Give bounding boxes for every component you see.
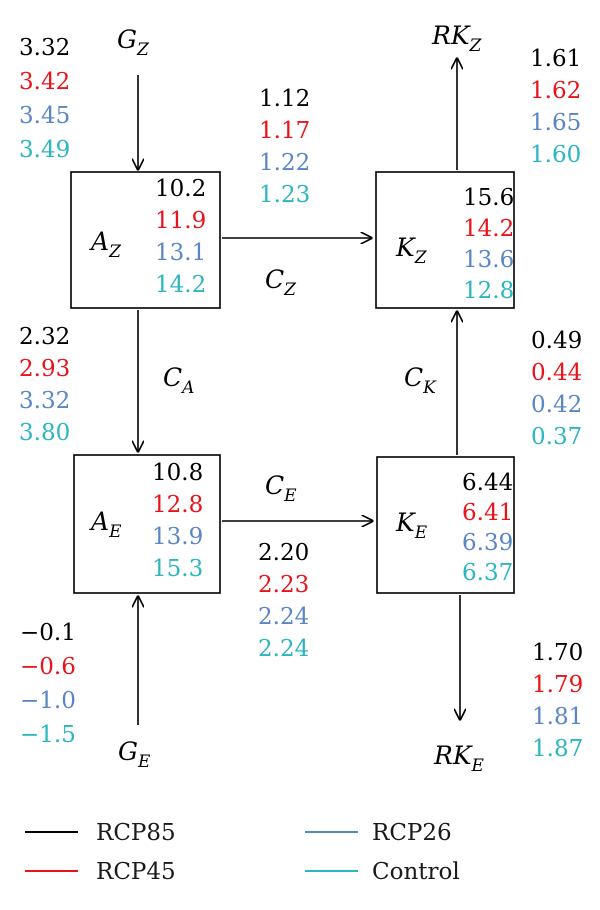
label-ce: CE (265, 471, 297, 506)
values-rke-rcp45: 1.79 (532, 672, 583, 698)
values-gz-rcp26: 3.45 (19, 103, 70, 129)
values-cz-rcp26: 1.22 (259, 150, 310, 176)
values-gz-rcp45: 3.42 (19, 69, 70, 95)
legend-label-control: Control (372, 859, 460, 885)
values-az-rcp26: 13.1 (155, 240, 206, 266)
legend-label-rcp45: RCP45 (96, 859, 176, 885)
values-kz: 15.6 14.2 13.6 12.8 (463, 185, 514, 304)
values-ke-rcp45: 6.41 (462, 500, 513, 526)
values-ca-control: 3.80 (19, 420, 70, 446)
label-az: AZ (89, 227, 122, 262)
label-rke: RKE (433, 741, 485, 776)
values-rkz-rcp85: 1.61 (530, 46, 581, 72)
label-ge: GE (118, 737, 151, 772)
values-cz-rcp45: 1.17 (259, 118, 310, 144)
values-ce-rcp26: 2.24 (258, 604, 309, 630)
label-ck: CK (404, 363, 437, 398)
legend-label-rcp85: RCP85 (96, 820, 176, 846)
values-ae-control: 15.3 (152, 556, 203, 582)
values-gz: 3.32 3.42 3.45 3.49 (19, 35, 70, 163)
values-ae: 10.8 12.8 13.9 15.3 (152, 460, 203, 582)
box-az (70, 171, 221, 309)
values-rkz: 1.61 1.62 1.65 1.60 (530, 46, 581, 168)
values-ce-rcp85: 2.20 (258, 540, 309, 566)
legend: RCP85 RCP45 RCP26 Control (25, 820, 460, 885)
values-ce-control: 2.24 (258, 636, 309, 662)
values-ge-rcp85: −0.1 (20, 620, 76, 646)
values-kz-rcp45: 14.2 (463, 216, 514, 242)
values-ca-rcp85: 2.32 (19, 324, 70, 350)
label-cz: CZ (265, 265, 297, 300)
values-rke-rcp26: 1.81 (532, 704, 583, 730)
values-kz-rcp26: 13.6 (463, 247, 514, 273)
values-kz-rcp85: 15.6 (463, 185, 514, 211)
legend-label-rcp26: RCP26 (372, 820, 452, 846)
values-rke-control: 1.87 (532, 736, 583, 762)
values-ce: 2.20 2.23 2.24 2.24 (258, 540, 309, 662)
box-kz (375, 171, 515, 309)
values-ck: 0.49 0.44 0.42 0.37 (531, 328, 582, 450)
values-kz-control: 12.8 (463, 278, 514, 304)
values-gz-rcp85: 3.32 (19, 35, 70, 61)
values-rke: 1.70 1.79 1.81 1.87 (532, 640, 583, 762)
values-ca-rcp26: 3.32 (19, 388, 70, 414)
values-ke: 6.44 6.41 6.39 6.37 (462, 470, 513, 586)
values-ck-rcp85: 0.49 (531, 328, 582, 354)
label-ke: KE (395, 508, 428, 543)
values-az-rcp85: 10.2 (155, 176, 206, 202)
values-ck-rcp26: 0.42 (531, 392, 582, 418)
values-cz: 1.12 1.17 1.22 1.23 (259, 86, 310, 208)
values-ge-control: −1.5 (20, 722, 76, 748)
values-az-control: 14.2 (155, 272, 206, 298)
values-ke-rcp85: 6.44 (462, 470, 513, 496)
values-ae-rcp26: 13.9 (152, 524, 203, 550)
values-az: 10.2 11.9 13.1 14.2 (155, 176, 206, 298)
values-ke-rcp26: 6.39 (462, 530, 513, 556)
values-cz-rcp85: 1.12 (259, 86, 310, 112)
values-ck-rcp45: 0.44 (531, 360, 582, 386)
values-gz-control: 3.49 (19, 137, 70, 163)
values-ce-rcp45: 2.23 (258, 572, 309, 598)
values-ge-rcp45: −0.6 (20, 654, 76, 680)
values-ca-rcp45: 2.93 (19, 356, 70, 382)
label-ae: AE (89, 507, 122, 542)
label-gz: GZ (117, 25, 150, 60)
values-ae-rcp85: 10.8 (152, 460, 203, 486)
values-cz-control: 1.23 (259, 182, 310, 208)
values-ge-rcp26: −1.0 (20, 688, 76, 714)
box-ae (73, 454, 221, 594)
label-kz: KZ (395, 233, 428, 268)
values-ke-control: 6.37 (462, 560, 513, 586)
values-rke-rcp85: 1.70 (532, 640, 583, 666)
values-ca: 2.32 2.93 3.32 3.80 (19, 324, 70, 446)
values-rkz-rcp45: 1.62 (530, 78, 581, 104)
box-ke (376, 456, 515, 594)
values-rkz-control: 1.60 (530, 142, 581, 168)
label-rkz: RKZ (431, 21, 483, 56)
values-ck-control: 0.37 (531, 424, 582, 450)
label-ca: CA (163, 363, 194, 398)
values-rkz-rcp26: 1.65 (530, 110, 581, 136)
values-ge: −0.1 −0.6 −1.0 −1.5 (20, 620, 76, 748)
values-az-rcp45: 11.9 (155, 208, 206, 234)
values-ae-rcp45: 12.8 (152, 492, 203, 518)
